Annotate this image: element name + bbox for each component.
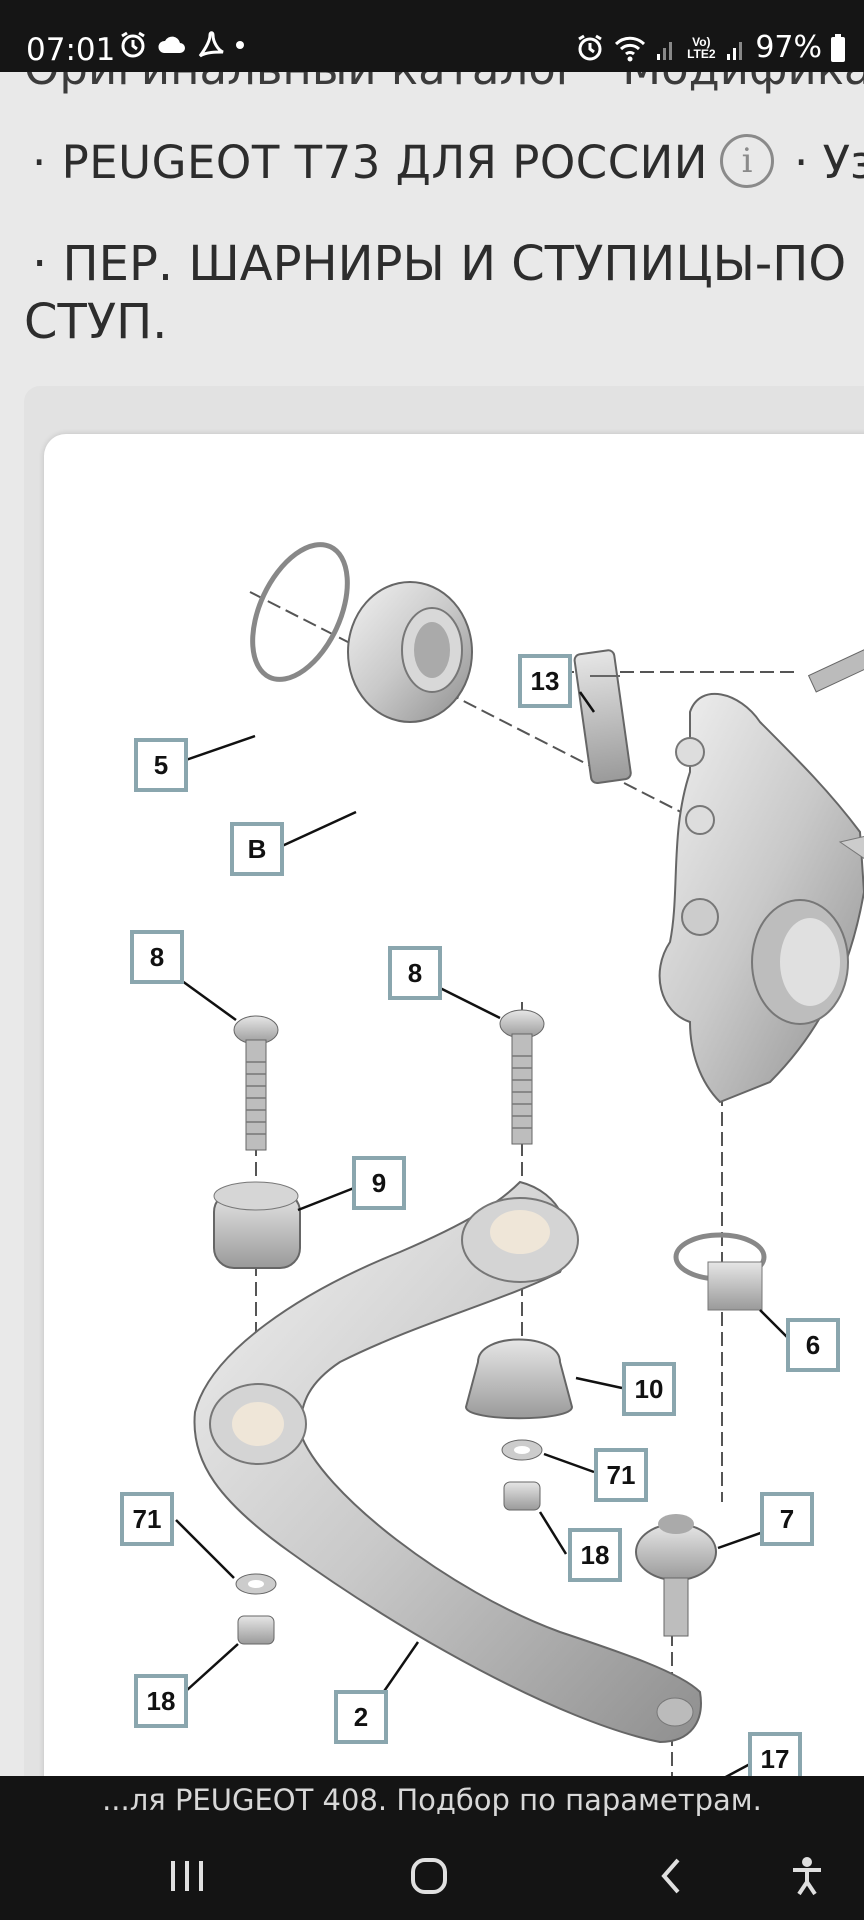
wheel-bearing [347,581,473,723]
part-label-8-right[interactable]: 8 [388,946,442,1000]
ball-joint [635,1514,717,1637]
silent-block-front [213,1181,301,1269]
recents-button[interactable] [152,1846,222,1906]
info-icon[interactable]: i [720,134,774,188]
status-bar: 07:01 Vo) LTE2 97% [0,0,864,72]
cloud-icon [158,36,185,53]
bolt-right [499,1009,545,1145]
washer-right [501,1439,543,1461]
part-label-5[interactable]: 5 [134,738,188,792]
accessibility-button[interactable] [772,1846,842,1906]
back-button[interactable] [636,1846,706,1906]
bottom-caption: ...ля PEUGEOT 408. Подбор по параметрам. [102,1783,762,1817]
acrobat-icon [198,31,224,58]
signal-icon [657,41,673,60]
control-arm [193,1180,702,1744]
parts-diagram-card: 5 B 13 8 8 9 6 10 71 71 7 18 18 2 17 [44,434,864,1776]
recents-icon [171,1861,203,1891]
part-label-b[interactable]: B [230,822,284,876]
silent-block-rear [464,1338,574,1420]
bolt-left [233,1015,279,1151]
part-label-18-left[interactable]: 18 [134,1674,188,1728]
washer-left [235,1573,277,1595]
part-label-13[interactable]: 13 [518,654,572,708]
back-icon [661,1858,680,1894]
steering-knuckle [658,693,864,1104]
wifi-icon [615,36,646,61]
bottom-bar: ...ля PEUGEOT 408. Подбор по параметрам. [0,1776,864,1920]
breadcrumb-section-cont[interactable]: СТУП. [24,294,168,350]
home-button[interactable] [394,1846,464,1906]
part-label-17[interactable]: 17 [748,1732,802,1776]
part-label-9[interactable]: 9 [352,1156,406,1210]
part-label-71-left[interactable]: 71 [120,1492,174,1546]
accessibility-icon [793,1857,821,1896]
dot-icon [236,41,244,49]
parts-diagram [175,542,864,1776]
alarm-icon [578,34,603,60]
battery-percent: 97% [755,30,822,65]
home-icon [411,1858,447,1894]
status-time: 07:01 [26,32,116,68]
breadcrumb-section[interactable]: · ПЕР. ШАРНИРЫ И СТУПИЦЫ-ПО [32,236,847,292]
clamp-ring [673,1232,767,1311]
retaining-ring [250,542,350,682]
sensor-bracket [573,649,632,785]
nut-left [237,1615,275,1645]
nut-right [503,1481,541,1511]
part-label-10[interactable]: 10 [622,1362,676,1416]
part-label-8-left[interactable]: 8 [130,930,184,984]
part-label-6[interactable]: 6 [786,1318,840,1372]
part-label-7[interactable]: 7 [760,1492,814,1546]
network-label: Vo) LTE2 [687,34,716,61]
alarm-icon [121,31,145,58]
cut-breadcrumb-line: Оригинальный каталог · Модификаци [24,72,864,95]
status-right-icons: Vo) LTE2 97% [575,30,846,65]
status-left-icons [118,30,246,60]
part-label-71-right[interactable]: 71 [594,1448,648,1502]
part-label-2[interactable]: 2 [334,1690,388,1744]
tie-rod-stud [807,645,864,693]
page-content: Оригинальный каталог · Модификаци · PEUG… [0,72,864,1776]
battery-icon [831,33,845,62]
breadcrumb-next[interactable]: · Уз [794,136,864,189]
part-label-18-right[interactable]: 18 [568,1528,622,1582]
breadcrumb-model[interactable]: · PEUGEOT T73 ДЛЯ РОССИИ [32,136,708,189]
signal-icon [727,41,743,60]
